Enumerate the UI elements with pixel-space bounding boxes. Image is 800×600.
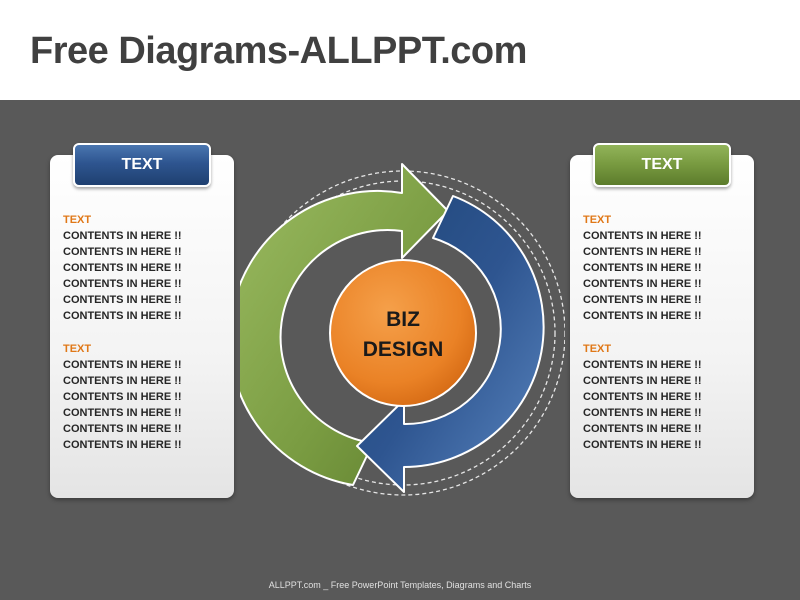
blue-cycle-arrow [356, 195, 545, 493]
right-panel-tab: TEXT [593, 143, 731, 187]
content-line: CONTENTS IN HERE !! [63, 423, 182, 435]
content-line: CONTENTS IN HERE !! [63, 359, 182, 371]
content-line: CONTENTS IN HERE !! [583, 439, 702, 451]
content-line: CONTENTS IN HERE !! [63, 246, 182, 258]
footer-credit: ALLPPT.com _ Free PowerPoint Templates, … [268, 580, 532, 590]
left-panel-tab: TEXT [73, 143, 211, 187]
content-line: CONTENTS IN HERE !! [63, 391, 182, 403]
content-line: CONTENTS IN HERE !! [583, 262, 702, 274]
content-line: CONTENTS IN HERE !! [63, 278, 182, 290]
content-line: CONTENTS IN HERE !! [583, 230, 702, 242]
content-line: CONTENTS IN HERE !! [583, 278, 702, 290]
page-title: Free Diagrams-ALLPPT.com [30, 30, 527, 72]
left-text-block-1: TEXT CONTENTS IN HERE !! CONTENTS IN HER… [63, 212, 182, 324]
left-text-block-2: TEXT CONTENTS IN HERE !! CONTENTS IN HER… [63, 341, 182, 453]
content-line: CONTENTS IN HERE !! [63, 294, 182, 306]
header: Free Diagrams-ALLPPT.com [0, 0, 800, 100]
content-line: CONTENTS IN HERE !! [63, 230, 182, 242]
content-line: CONTENTS IN HERE !! [583, 310, 702, 322]
content-line: CONTENTS IN HERE !! [583, 391, 702, 403]
right-text-block-2: TEXT CONTENTS IN HERE !! CONTENTS IN HER… [583, 341, 702, 453]
content-line: CONTENTS IN HERE !! [63, 407, 182, 419]
center-label-line-1: BIZ [386, 308, 420, 331]
block-heading: TEXT [583, 343, 612, 355]
green-cycle-arrow [240, 163, 449, 486]
center-label-line-2: DESIGN [363, 338, 444, 361]
left-text-panel: TEXT TEXT CONTENTS IN HERE !! CONTENTS I… [50, 143, 234, 498]
content-line: CONTENTS IN HERE !! [583, 359, 702, 371]
block-heading: TEXT [63, 214, 92, 226]
content-line: CONTENTS IN HERE !! [63, 262, 182, 274]
content-line: CONTENTS IN HERE !! [583, 407, 702, 419]
content-line: CONTENTS IN HERE !! [63, 375, 182, 387]
content-line: CONTENTS IN HERE !! [63, 310, 182, 322]
content-line: CONTENTS IN HERE !! [583, 423, 702, 435]
content-line: CONTENTS IN HERE !! [583, 246, 702, 258]
content-line: CONTENTS IN HERE !! [583, 375, 702, 387]
content-line: CONTENTS IN HERE !! [63, 439, 182, 451]
block-heading: TEXT [583, 214, 612, 226]
right-text-block-1: TEXT CONTENTS IN HERE !! CONTENTS IN HER… [583, 212, 702, 324]
right-text-panel: TEXT TEXT CONTENTS IN HERE !! CONTENTS I… [570, 143, 754, 498]
diagram-area: TEXT TEXT CONTENTS IN HERE !! CONTENTS I… [0, 100, 800, 600]
cycle-diagram: BIZ DESIGN [240, 163, 565, 496]
content-line: CONTENTS IN HERE !! [583, 294, 702, 306]
block-heading: TEXT [63, 343, 92, 355]
center-circle [329, 259, 477, 407]
